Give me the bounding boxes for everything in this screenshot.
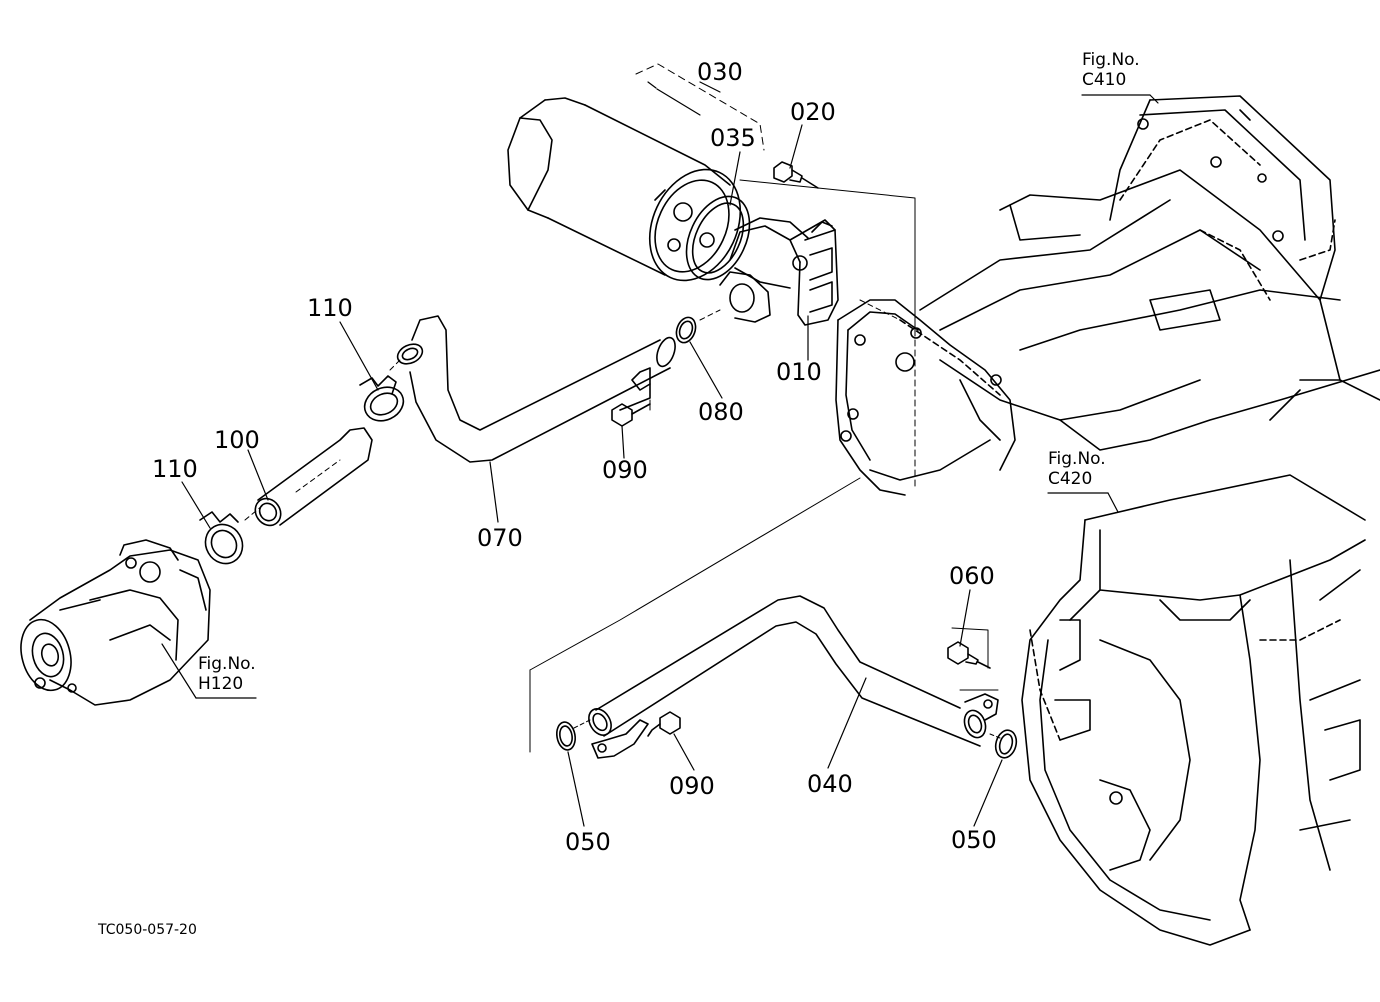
callout-035: 035 — [710, 124, 756, 152]
o-ring-035 — [674, 186, 762, 289]
callout-090-upper: 090 — [602, 456, 648, 484]
callout-090-lower: 090 — [669, 772, 715, 800]
callout-010: 010 — [776, 358, 822, 386]
callout-020: 020 — [790, 98, 836, 126]
pipe-070 — [394, 316, 678, 462]
callout-080: 080 — [698, 398, 744, 426]
assembly-brackets — [245, 64, 1000, 752]
figure-reference-label: Fig.No. — [198, 654, 256, 674]
filter-head-010 — [720, 218, 838, 325]
figure-reference-h120[interactable]: Fig.No. H120 — [198, 654, 256, 694]
adapter-plate — [836, 300, 1015, 495]
leader-lines — [162, 82, 1158, 826]
pipe-040 — [584, 596, 998, 758]
o-ring-080 — [673, 315, 699, 346]
figure-reference-number: H120 — [198, 674, 244, 694]
figure-reference-c420[interactable]: Fig.No. C420 — [1048, 449, 1106, 489]
callout-050-right: 050 — [951, 826, 997, 854]
callout-110-lower: 110 — [152, 455, 198, 483]
hose-clamp-110-upper — [359, 376, 409, 427]
figure-reference-label: Fig.No. — [1048, 449, 1106, 469]
bolt-090-lower — [648, 712, 680, 736]
callout-110-upper: 110 — [307, 294, 353, 322]
hose-100 — [250, 428, 372, 530]
bolt-090-upper — [612, 404, 650, 426]
o-ring-050-right — [993, 728, 1020, 760]
figure-reference-label: Fig.No. — [1082, 50, 1140, 70]
callout-050-left: 050 — [565, 828, 611, 856]
callout-030: 030 — [697, 58, 743, 86]
hose-clamp-110-lower — [198, 512, 249, 570]
callout-100: 100 — [214, 426, 260, 454]
drawing-id: TC050-057-20 — [98, 922, 197, 938]
hydraulic-pump — [14, 540, 210, 705]
bolt-020 — [774, 162, 818, 188]
bolt-060 — [948, 642, 990, 668]
callout-060: 060 — [949, 562, 995, 590]
callout-070: 070 — [477, 524, 523, 552]
callout-040: 040 — [807, 770, 853, 798]
o-ring-050-left — [555, 721, 578, 752]
oil-filter-cartridge — [508, 98, 758, 295]
figure-reference-number: C410 — [1082, 70, 1127, 90]
figure-reference-number: C420 — [1048, 469, 1093, 489]
transmission-housing-c410 — [920, 96, 1380, 450]
transmission-case-c420 — [1022, 380, 1380, 945]
figure-reference-c410[interactable]: Fig.No. C410 — [1082, 50, 1140, 90]
